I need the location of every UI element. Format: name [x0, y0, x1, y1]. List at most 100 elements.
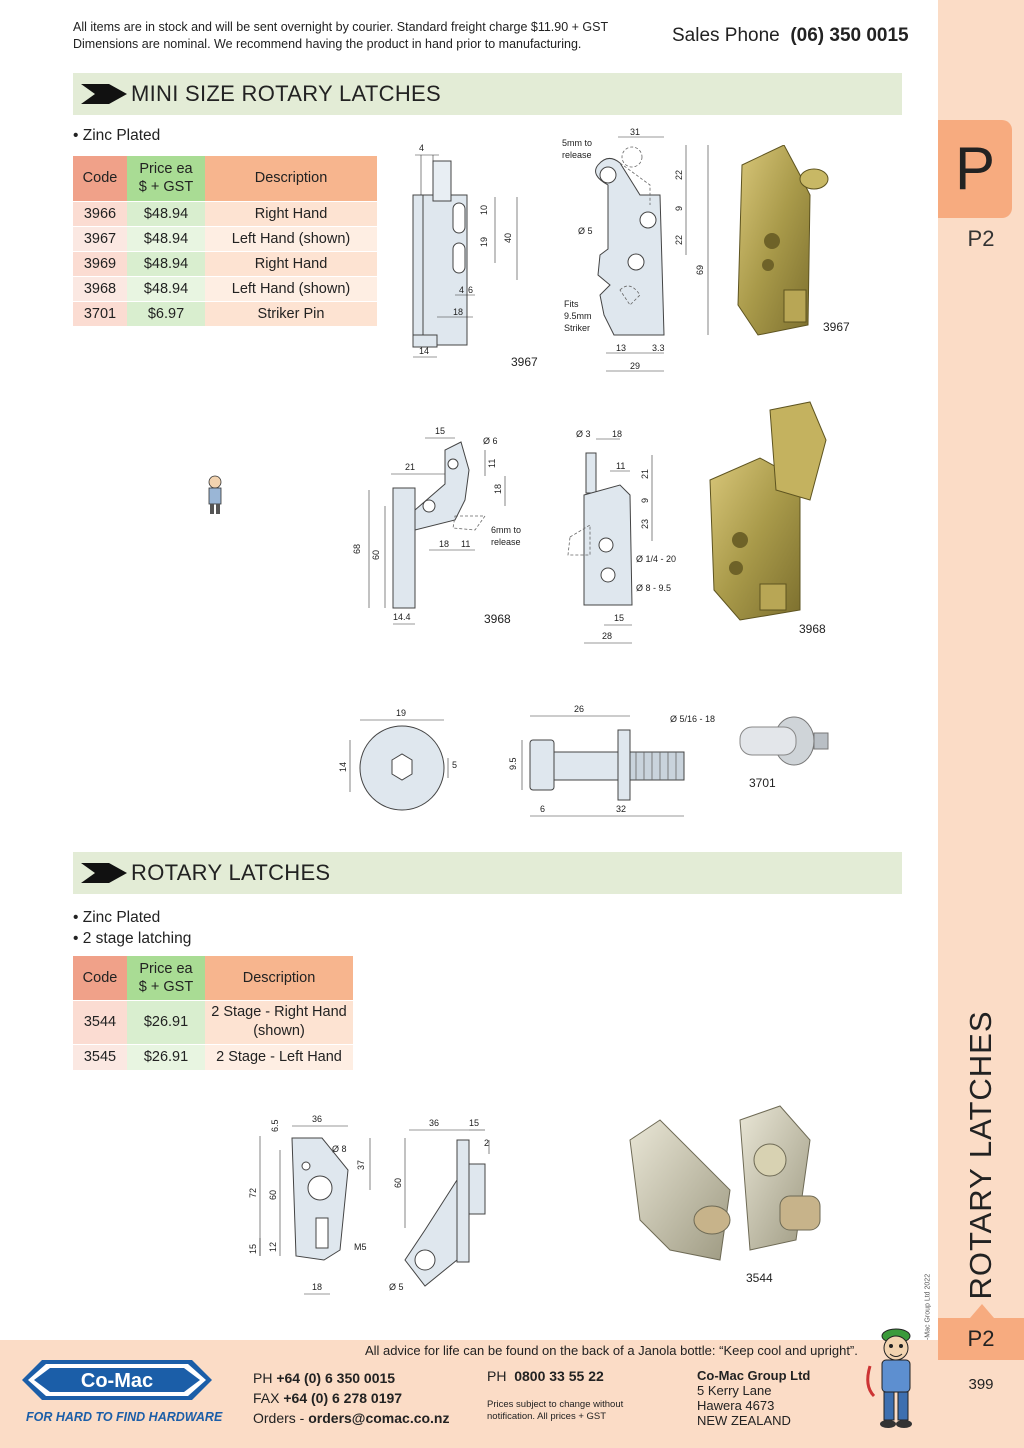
comac-logo[interactable]: Co-Mac — [22, 1350, 212, 1412]
ph2-value[interactable]: 0800 33 55 22 — [514, 1368, 604, 1384]
photo-3967 — [737, 145, 829, 336]
photo-label-3701: 3701 — [749, 776, 776, 790]
footer-contact: PH +64 (0) 6 350 0015 FAX +64 (0) 6 278 … — [253, 1368, 450, 1428]
dim-label: 18 — [493, 484, 503, 494]
col-header-price: Price ea$ + GST — [127, 956, 205, 1001]
dim-note: 9.5mm — [564, 311, 592, 321]
dim-label: 18 — [439, 539, 449, 549]
dim-label: 18 — [453, 307, 463, 317]
dim-label: 10 — [479, 205, 489, 215]
dim-label: 40 — [503, 233, 513, 243]
dim-label: 31 — [630, 127, 640, 137]
dim-label: 32 — [616, 804, 626, 814]
header-notice: All items are in stock and will be sent … — [73, 19, 653, 53]
col-header-code: Code — [73, 156, 127, 202]
sales-label: Sales Phone — [672, 25, 780, 46]
dim-note: Striker — [564, 323, 590, 333]
dim-label: 4 — [419, 143, 424, 153]
page-code-tab-bottom[interactable]: P2 — [938, 1304, 1024, 1360]
dim-label: 15 — [469, 1118, 479, 1128]
dim-label: 72 — [248, 1188, 258, 1198]
dim-label: 69 — [695, 265, 705, 275]
page-number: 399 — [968, 1376, 994, 1393]
col-header-price: Price ea$ + GST — [127, 156, 205, 202]
drawing-3701-side: 26 Ø 5/16 - 18 9.5 6 32 — [508, 704, 715, 817]
footer-freephone: PH 0800 33 55 22 — [487, 1368, 604, 1384]
dim-label: 18 — [612, 429, 622, 439]
dim-label: 21 — [640, 469, 650, 479]
dim-label: 22 — [674, 235, 684, 245]
dim-label: 15 — [435, 426, 445, 436]
section-title-mini: MINI SIZE ROTARY LATCHES — [131, 81, 441, 106]
label-3967-side: 3967 — [511, 355, 538, 369]
dim-label: 11 — [461, 539, 470, 549]
company-name: Co-Mac Group Ltd — [697, 1368, 811, 1383]
section-title-rotary: ROTARY LATCHES — [131, 860, 331, 885]
fax-label: FAX — [253, 1390, 280, 1406]
fax-value: +64 (0) 6 278 0197 — [283, 1390, 403, 1406]
mascot-icon — [866, 1328, 912, 1428]
ph2-label: PH — [487, 1368, 507, 1384]
col-header-code: Code — [73, 956, 127, 1001]
footer-quote: All advice for life can be found on the … — [365, 1343, 858, 1358]
bullet-item: • 2 stage latching — [73, 930, 192, 947]
dim-label: Ø 6 — [483, 436, 498, 446]
dim-label: 36 — [429, 1118, 439, 1128]
dim-label: 13 — [616, 343, 626, 353]
dim-label: 19 — [479, 237, 489, 247]
mascot-small-icon — [208, 475, 222, 514]
footer-address: Co-Mac Group Ltd 5 Kerry Lane Hawera 467… — [697, 1368, 811, 1428]
dim-label: 23 — [640, 519, 650, 529]
rotary-bullet-list: • Zinc Plated • 2 stage latching — [73, 907, 191, 949]
dim-label: 15 — [614, 613, 624, 623]
dim-label: Ø 5/16 - 18 — [670, 714, 715, 724]
footer-tagline: FOR HARD TO FIND HARDWARE — [26, 1410, 223, 1424]
section-tab-p[interactable]: P — [938, 120, 1012, 218]
dim-label: 11 — [616, 461, 625, 471]
page-code-top: P2 — [967, 226, 995, 251]
ph-value[interactable]: +64 (0) 6 350 0015 — [276, 1370, 396, 1386]
dim-label: 3.3 — [652, 343, 665, 353]
dim-label: 14.4 — [393, 612, 411, 622]
dim-label: 28 — [602, 631, 612, 641]
mini-bullet-list: • Zinc Plated — [73, 127, 160, 145]
dim-label: 11 — [487, 459, 497, 468]
section-header-rotary: ROTARY LATCHES — [73, 852, 902, 894]
col-header-description: Description — [205, 956, 353, 1001]
dim-label: Ø 5 — [389, 1282, 404, 1292]
orders-label: Orders - — [253, 1410, 305, 1426]
vertical-section-title: ROTARY LATCHES — [963, 1010, 998, 1300]
logo-text: Co-Mac — [81, 1370, 153, 1392]
photo-3968 — [709, 401, 827, 621]
section-letter: P — [954, 135, 996, 202]
ph-label: PH — [253, 1370, 273, 1386]
drawing-3967-front: 31 22 9 22 69 Ø 5 13 3.3 29 5mm to relea… — [562, 127, 709, 372]
dim-label: Ø 8 — [332, 1144, 347, 1154]
dim-label: 22 — [674, 170, 684, 180]
dim-label: 5 — [452, 760, 457, 770]
dim-note: Fits — [564, 299, 579, 309]
dim-label: 19 — [396, 708, 406, 718]
dim-label: 14 — [419, 346, 429, 356]
bullet-item: • Zinc Plated — [73, 909, 161, 926]
dim-label: 9 — [640, 498, 650, 503]
dim-label: Ø 5 — [578, 226, 593, 236]
dim-label: Ø 3 — [576, 429, 591, 439]
photo-label-3967: 3967 — [823, 320, 850, 334]
dim-label: 2 — [484, 1138, 489, 1148]
notice-line-2: Dimensions are nominal. We recommend hav… — [73, 37, 582, 51]
drawing-3701-end: 19 14 5 — [338, 708, 457, 811]
dim-label: Ø 8 - 9.5 — [636, 583, 671, 593]
dim-label: 29 — [630, 361, 640, 371]
orders-email-link[interactable]: orders@comac.co.nz — [308, 1410, 450, 1426]
dim-note: release — [562, 150, 592, 160]
right-sidebar — [938, 0, 1024, 1448]
dim-label: 12 — [268, 1242, 278, 1252]
mini-price-table: Code Price ea$ + GST Description 3966$48… — [73, 156, 377, 327]
arrow-icon — [81, 863, 127, 883]
drawing-3967-side: 4 10 19 40 4 6 18 14 — [412, 143, 518, 358]
dim-label: 21 — [405, 462, 415, 472]
